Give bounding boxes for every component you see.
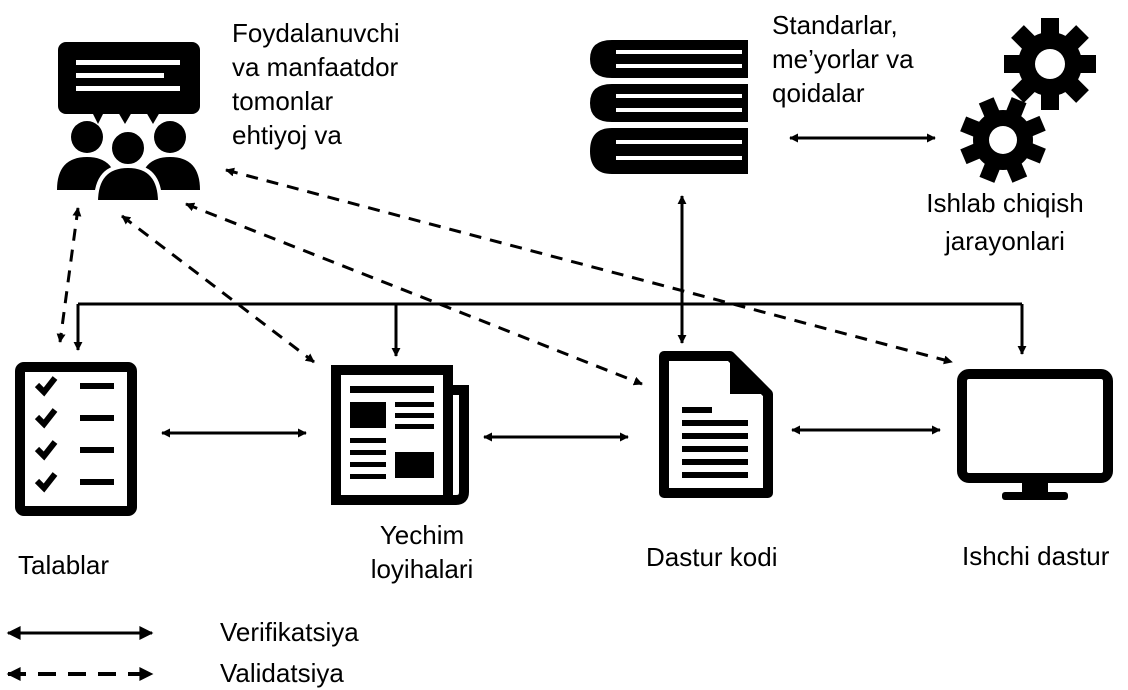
stakeholders-label: Foydalanuvchi va manfaatdor tomonlar eht… [232, 16, 452, 166]
program-label: Ishchi dastur [962, 541, 1110, 571]
design-label: Yechim loyihalari [352, 518, 492, 588]
standards-label-line: Standarlar, [772, 10, 898, 40]
standards-label-line: qoidalar [772, 78, 865, 108]
design-label-line: loyihalari [370, 554, 474, 584]
verification-arrows [161, 133, 941, 442]
stakeholders-label-line: Foydalanuvchi [232, 18, 400, 48]
document-icon [659, 351, 773, 498]
legend-validation-label: Validatsiya [220, 658, 344, 688]
bus-connector [73, 302, 1027, 357]
processes-label: Ishlab chiqish jarayonlari [900, 184, 1110, 260]
newspaper-icon [331, 365, 469, 505]
stakeholders-label-line: va manfaatdor [232, 52, 399, 82]
validation-arrows [56, 167, 953, 386]
standards-label: Standarlar, me’yorlar va qoidalar [772, 8, 972, 120]
people-speech-icon [57, 42, 200, 204]
requirements-label: Talablar [18, 550, 110, 580]
legend-verification-label: Verifikatsiya [220, 617, 359, 647]
processes-label-line: jarayonlari [945, 226, 1065, 256]
stakeholders-label-line: tomonlar [232, 86, 334, 116]
gears-icon [960, 18, 1096, 183]
books-icon [590, 40, 748, 174]
code-label: Dastur kodi [646, 542, 778, 572]
standards-label-line: me’yorlar va [772, 44, 914, 74]
checklist-icon [15, 362, 137, 516]
design-label-line: Yechim [379, 520, 465, 550]
monitor-icon [957, 369, 1113, 500]
processes-label-line: Ishlab chiqish [926, 188, 1084, 218]
stakeholders-label-line: ehtiyoj va [232, 120, 342, 150]
